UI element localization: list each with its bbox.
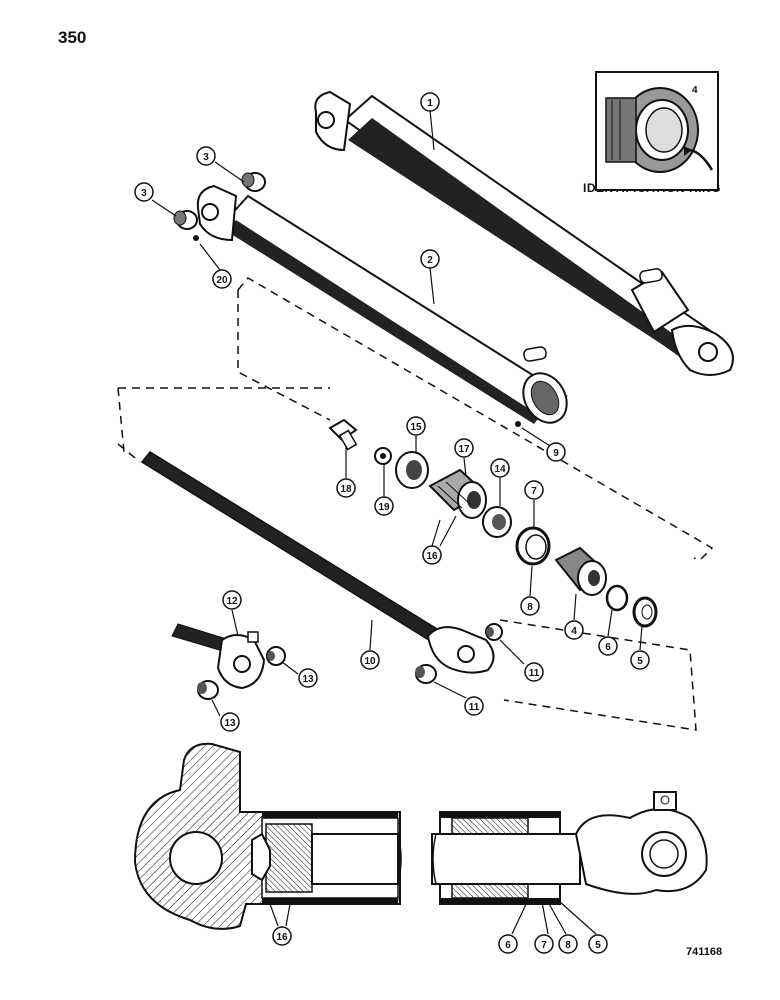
callout-12: 12 xyxy=(222,590,242,610)
svg-text:15: 15 xyxy=(410,422,422,433)
wiper-5 xyxy=(632,596,658,628)
section-rod-left xyxy=(311,833,399,885)
ring-6 xyxy=(605,584,629,612)
piston-17 xyxy=(428,468,487,519)
callout-8-upper: 8 xyxy=(520,596,540,616)
ring-14 xyxy=(482,506,512,538)
svg-text:11: 11 xyxy=(529,668,540,679)
grease-fitting-20 xyxy=(193,235,199,241)
bushing-11-right xyxy=(485,623,503,641)
callout-5-lower: 5 xyxy=(588,934,608,954)
callout-17: 17 xyxy=(454,438,474,458)
svg-text:10: 10 xyxy=(364,656,376,667)
callout-6-lower: 6 xyxy=(498,934,518,954)
bushing-3-lower xyxy=(173,210,198,230)
cross-section-base-end xyxy=(133,742,402,930)
bushing-13-left xyxy=(197,680,219,700)
bushing-11-left xyxy=(415,664,437,684)
svg-text:8: 8 xyxy=(565,940,571,951)
inset-pointer-label: 4 xyxy=(692,85,698,96)
leader-lines xyxy=(151,109,643,935)
callout-14: 14 xyxy=(490,458,510,478)
svg-text:1: 1 xyxy=(427,98,433,109)
svg-text:13: 13 xyxy=(302,674,314,685)
callout-13-left: 13 xyxy=(220,712,240,732)
svg-text:7: 7 xyxy=(531,486,537,497)
cross-section-rod-end xyxy=(431,791,708,905)
dashed-group-outline-barrel xyxy=(237,277,714,561)
svg-text:17: 17 xyxy=(458,444,470,455)
svg-text:18: 18 xyxy=(340,484,352,495)
callout-7-upper: 7 xyxy=(524,480,544,500)
section-bolt-head xyxy=(251,832,271,882)
document-number: 741168 xyxy=(686,946,723,958)
svg-text:2: 2 xyxy=(427,255,433,266)
page-number: 350 xyxy=(58,28,87,47)
callout-9: 9 xyxy=(546,442,566,462)
svg-text:19: 19 xyxy=(378,502,390,513)
callout-15: 15 xyxy=(406,416,426,436)
gland-with-ring xyxy=(605,87,699,173)
rod-end-12 xyxy=(171,623,266,690)
bushing-3-upper xyxy=(241,172,266,192)
callout-4: 4 xyxy=(564,620,584,640)
callout-13-right: 13 xyxy=(298,668,318,688)
seal-7-8 xyxy=(515,526,551,566)
piston-rod-10 xyxy=(140,451,495,674)
callout-16-lower: 16 xyxy=(272,926,292,946)
callout-5-upper: 5 xyxy=(630,650,650,670)
bolt-18 xyxy=(328,418,358,451)
svg-text:5: 5 xyxy=(595,940,601,951)
callout-8-lower: 8 xyxy=(558,934,578,954)
grease-fitting-9 xyxy=(515,421,521,427)
gland-4 xyxy=(554,546,607,596)
svg-text:12: 12 xyxy=(226,596,238,607)
callout-7-lower: 7 xyxy=(534,934,554,954)
callout-11-left: 11 xyxy=(464,696,484,716)
svg-text:11: 11 xyxy=(469,702,480,713)
section-rod-right xyxy=(431,833,581,885)
svg-text:4: 4 xyxy=(571,626,577,637)
svg-text:3: 3 xyxy=(141,188,147,199)
callout-6-upper: 6 xyxy=(598,636,618,656)
svg-text:16: 16 xyxy=(426,551,438,562)
svg-text:6: 6 xyxy=(605,642,611,653)
svg-text:9: 9 xyxy=(553,448,559,459)
callout-3-upper: 3 xyxy=(196,146,216,166)
bushing-13-right xyxy=(266,646,286,666)
svg-text:14: 14 xyxy=(494,464,506,475)
identification-ring-inset: 4 xyxy=(595,71,719,191)
svg-text:13: 13 xyxy=(224,718,236,729)
cylinder-assembly-1 xyxy=(314,90,734,376)
svg-text:7: 7 xyxy=(541,940,547,951)
svg-text:6: 6 xyxy=(505,940,511,951)
svg-text:5: 5 xyxy=(637,656,643,667)
callout-16-upper: 16 xyxy=(422,545,442,565)
callout-19: 19 xyxy=(374,496,394,516)
callout-1: 1 xyxy=(420,92,440,112)
callout-2: 2 xyxy=(420,249,440,269)
cylinder-barrel-2 xyxy=(196,184,568,424)
section-piston xyxy=(265,823,313,893)
callout-10: 10 xyxy=(360,650,380,670)
washer-19 xyxy=(374,447,392,465)
svg-text:8: 8 xyxy=(527,602,533,613)
callout-18: 18 xyxy=(336,478,356,498)
callout-11-right: 11 xyxy=(524,662,544,682)
dashed-group-outline-rod xyxy=(117,387,125,453)
svg-text:16: 16 xyxy=(276,932,288,943)
svg-text:20: 20 xyxy=(216,275,228,286)
callout-3-lower: 3 xyxy=(134,182,154,202)
callout-20: 20 xyxy=(212,269,232,289)
ring-15 xyxy=(395,451,429,489)
svg-text:3: 3 xyxy=(203,152,209,163)
